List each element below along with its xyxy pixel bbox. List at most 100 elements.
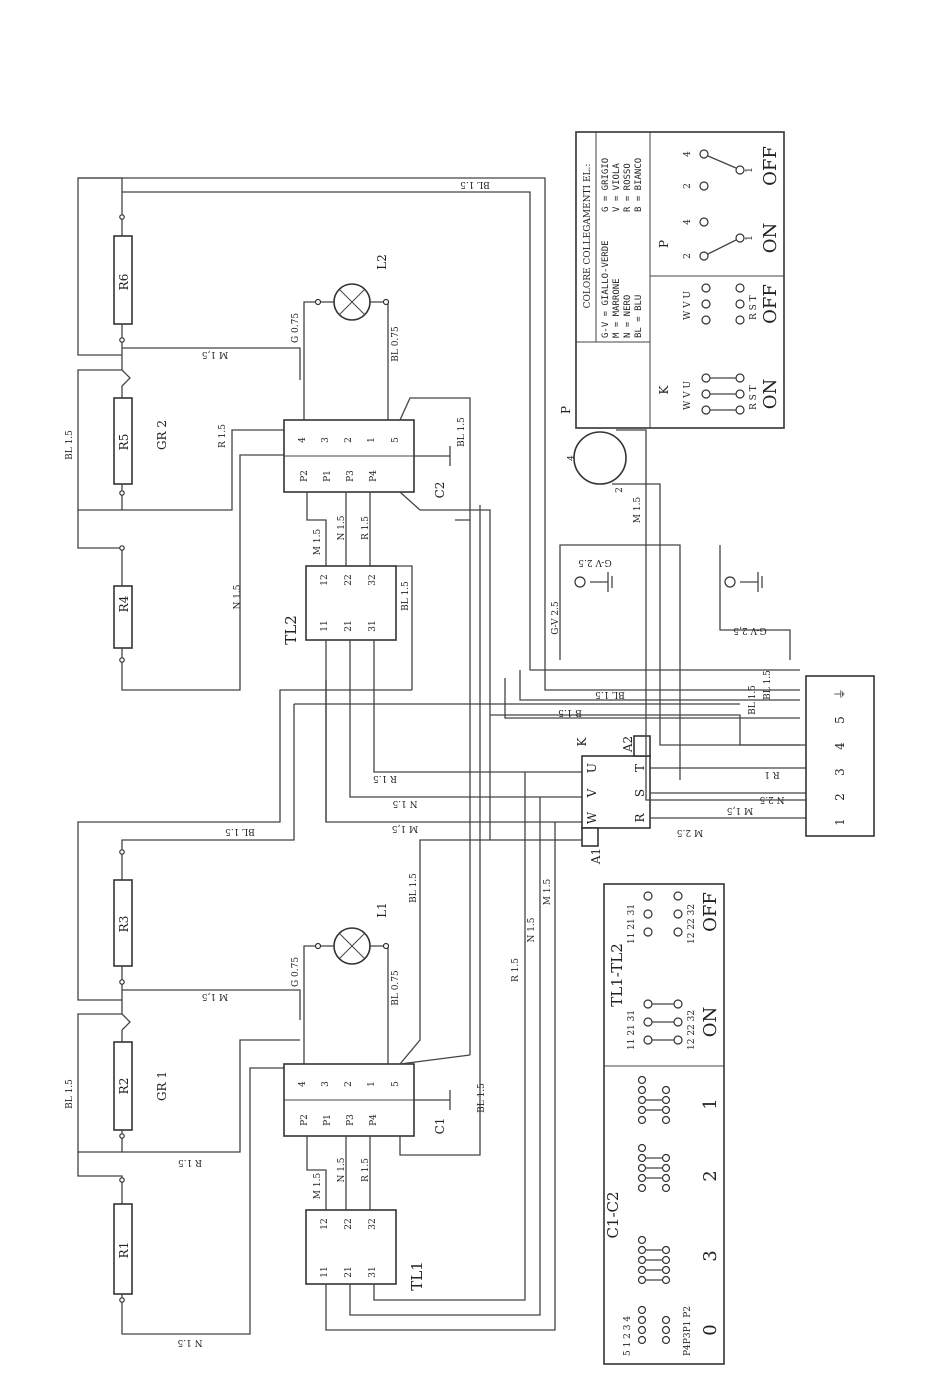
svg-text:R 1.5: R 1.5 — [361, 516, 371, 540]
thermostat-tl1 — [305, 1209, 397, 1285]
k-table-contacts — [701, 283, 745, 415]
svg-text:R S T: R S T — [749, 295, 759, 320]
svg-text:11 21 31: 11 21 31 — [627, 904, 637, 944]
pilot-p-assembly: P 4 1 2 M 1.5 G-V 2.5 G-V 2.5 G-V 2,5 BL… — [551, 406, 806, 801]
svg-text:BL 1.5: BL 1.5 — [763, 670, 773, 700]
c2-terminals: 4 3 2 1 5 P2 P1 P3 P4 — [298, 437, 401, 482]
svg-text:B 1.5: B 1.5 — [558, 707, 582, 717]
terminal-block-body — [805, 675, 875, 837]
svg-text:P4P3P1 P2: P4P3P1 P2 — [683, 1306, 693, 1356]
svg-text:P3: P3 — [346, 1114, 356, 1126]
svg-text:BL 1.5: BL 1.5 — [457, 417, 467, 447]
svg-text:11: 11 — [320, 620, 330, 631]
svg-text:M 1,5: M 1,5 — [392, 823, 419, 833]
svg-text:12: 12 — [320, 1218, 330, 1229]
svg-text:31: 31 — [368, 620, 378, 631]
svg-text:R: R — [633, 813, 647, 823]
pilot-p-label: P — [559, 406, 573, 414]
svg-text:K: K — [657, 384, 671, 394]
svg-text:4: 4 — [833, 742, 847, 750]
resistor-r6 — [113, 235, 133, 325]
svg-text:5: 5 — [391, 1081, 401, 1087]
svg-text:21: 21 — [344, 620, 354, 631]
svg-text:32: 32 — [368, 1218, 378, 1229]
svg-text:3: 3 — [700, 1250, 721, 1261]
svg-text:M 2.5: M 2.5 — [677, 827, 704, 837]
svg-text:G-V 2.5: G-V 2.5 — [551, 601, 561, 635]
svg-text:ON: ON — [760, 379, 781, 410]
switch-position-tables: TL1-TL2 11 21 31 12 22 32 11 21 31 12 22… — [603, 883, 725, 1365]
svg-text:4: 4 — [298, 437, 308, 443]
svg-text:N 1.5: N 1.5 — [233, 584, 243, 609]
svg-text:5 1 2 3 4: 5 1 2 3 4 — [623, 1316, 633, 1356]
svg-text:U: U — [585, 763, 599, 773]
resistor-r4-label: R4 — [117, 595, 131, 612]
svg-text:OFF: OFF — [760, 146, 781, 186]
svg-text:R S T: R S T — [749, 385, 759, 410]
svg-text:M 1.5: M 1.5 — [313, 1173, 323, 1200]
svg-text:P4: P4 — [369, 470, 379, 482]
svg-text:BL 1.5: BL 1.5 — [460, 179, 490, 189]
svg-text:2: 2 — [615, 487, 625, 493]
main-bus-wires: BL 1.5 B 1.5 R 1.5 N 1.5 M 1,5 BL 1.5 — [77, 505, 800, 1080]
svg-text:32: 32 — [368, 574, 378, 585]
group-gr2-label: GR 2 — [155, 420, 169, 450]
bottom-heating-circuit: R3 R2 R1 BL 1.5 GR 1 R 1.5 M 1,5 N 1.5 L… — [65, 772, 582, 1347]
svg-text:BL 1.5: BL 1.5 — [65, 1079, 75, 1109]
resistor-r6-label: R6 — [117, 274, 131, 291]
legend-table — [575, 131, 785, 429]
svg-text:M 1,5: M 1,5 — [202, 349, 229, 359]
svg-text:5: 5 — [833, 716, 847, 724]
svg-text:0: 0 — [700, 1324, 721, 1335]
svg-text:BL 1.5: BL 1.5 — [748, 685, 758, 715]
svg-text:2: 2 — [700, 1170, 721, 1181]
terminal-a1 — [581, 827, 599, 847]
svg-text:G 0.75: G 0.75 — [291, 957, 301, 987]
svg-text:M 1.5: M 1.5 — [543, 879, 553, 906]
svg-text:M 1,5: M 1,5 — [727, 805, 754, 815]
color-legend: COLORE COLLEGAMENTI EL.: G-V = GIALLO-VE… — [575, 131, 785, 429]
svg-text:V: V — [585, 788, 599, 798]
svg-text:3: 3 — [833, 768, 847, 776]
earth-symbol: ⏚ — [833, 688, 847, 700]
main-switch-k: A1 A2 K U V W T S R R 1 N 2.5 M 1,5 M 2.… — [575, 735, 806, 865]
svg-text:12 22 32: 12 22 32 — [687, 904, 697, 944]
thermostat-tl2-assembly: 11 12 21 22 31 32 TL2 BL 1.5 — [282, 565, 413, 690]
svg-text:3: 3 — [321, 1081, 331, 1087]
p-table-contacts — [699, 149, 745, 261]
svg-text:BL 0.75: BL 0.75 — [391, 326, 401, 362]
svg-text:4: 4 — [683, 151, 693, 157]
svg-text:2: 2 — [344, 1081, 354, 1087]
svg-text:BL 1.5: BL 1.5 — [225, 826, 255, 836]
svg-text:OFF: OFF — [760, 284, 781, 324]
thermostat-tl2-label: TL2 — [282, 615, 300, 645]
terminal-a1-label: A1 — [589, 848, 603, 865]
resistor-r1-label: R1 — [117, 1242, 131, 1259]
svg-text:BL 0.75: BL 0.75 — [391, 970, 401, 1006]
svg-text:N 2.5: N 2.5 — [759, 794, 784, 804]
resistor-r5 — [113, 397, 133, 485]
svg-text:N 1.5: N 1.5 — [527, 917, 537, 942]
svg-text:2: 2 — [683, 183, 693, 189]
resistor-r2 — [113, 1041, 133, 1131]
svg-text:4: 4 — [683, 219, 693, 225]
terminal-block: ⏚ 5 4 3 2 1 — [805, 675, 875, 837]
pilot-p — [573, 431, 627, 485]
svg-text:G-V 2.5: G-V 2.5 — [578, 557, 612, 567]
svg-text:ON: ON — [700, 1007, 721, 1038]
lamp-l1-label: L1 — [375, 902, 389, 918]
svg-text:1: 1 — [745, 235, 755, 241]
resistor-r4 — [113, 585, 133, 649]
resistor-r1 — [113, 1203, 133, 1295]
svg-text:BL 1.5: BL 1.5 — [409, 873, 419, 903]
svg-text:M 1.5: M 1.5 — [633, 497, 643, 524]
svg-text:N 1.5: N 1.5 — [392, 798, 417, 808]
svg-text:N = NERO: N = NERO — [623, 295, 633, 338]
svg-text:TL1-TL2: TL1-TL2 — [608, 943, 626, 1007]
svg-text:1: 1 — [700, 1098, 721, 1109]
svg-text:R 1.5: R 1.5 — [511, 958, 521, 982]
svg-text:M 1.5: M 1.5 — [313, 529, 323, 556]
svg-text:R 1.5: R 1.5 — [218, 424, 228, 448]
resistor-r2-label: R2 — [117, 1078, 131, 1095]
lamp-l2-label: L2 — [375, 254, 389, 270]
